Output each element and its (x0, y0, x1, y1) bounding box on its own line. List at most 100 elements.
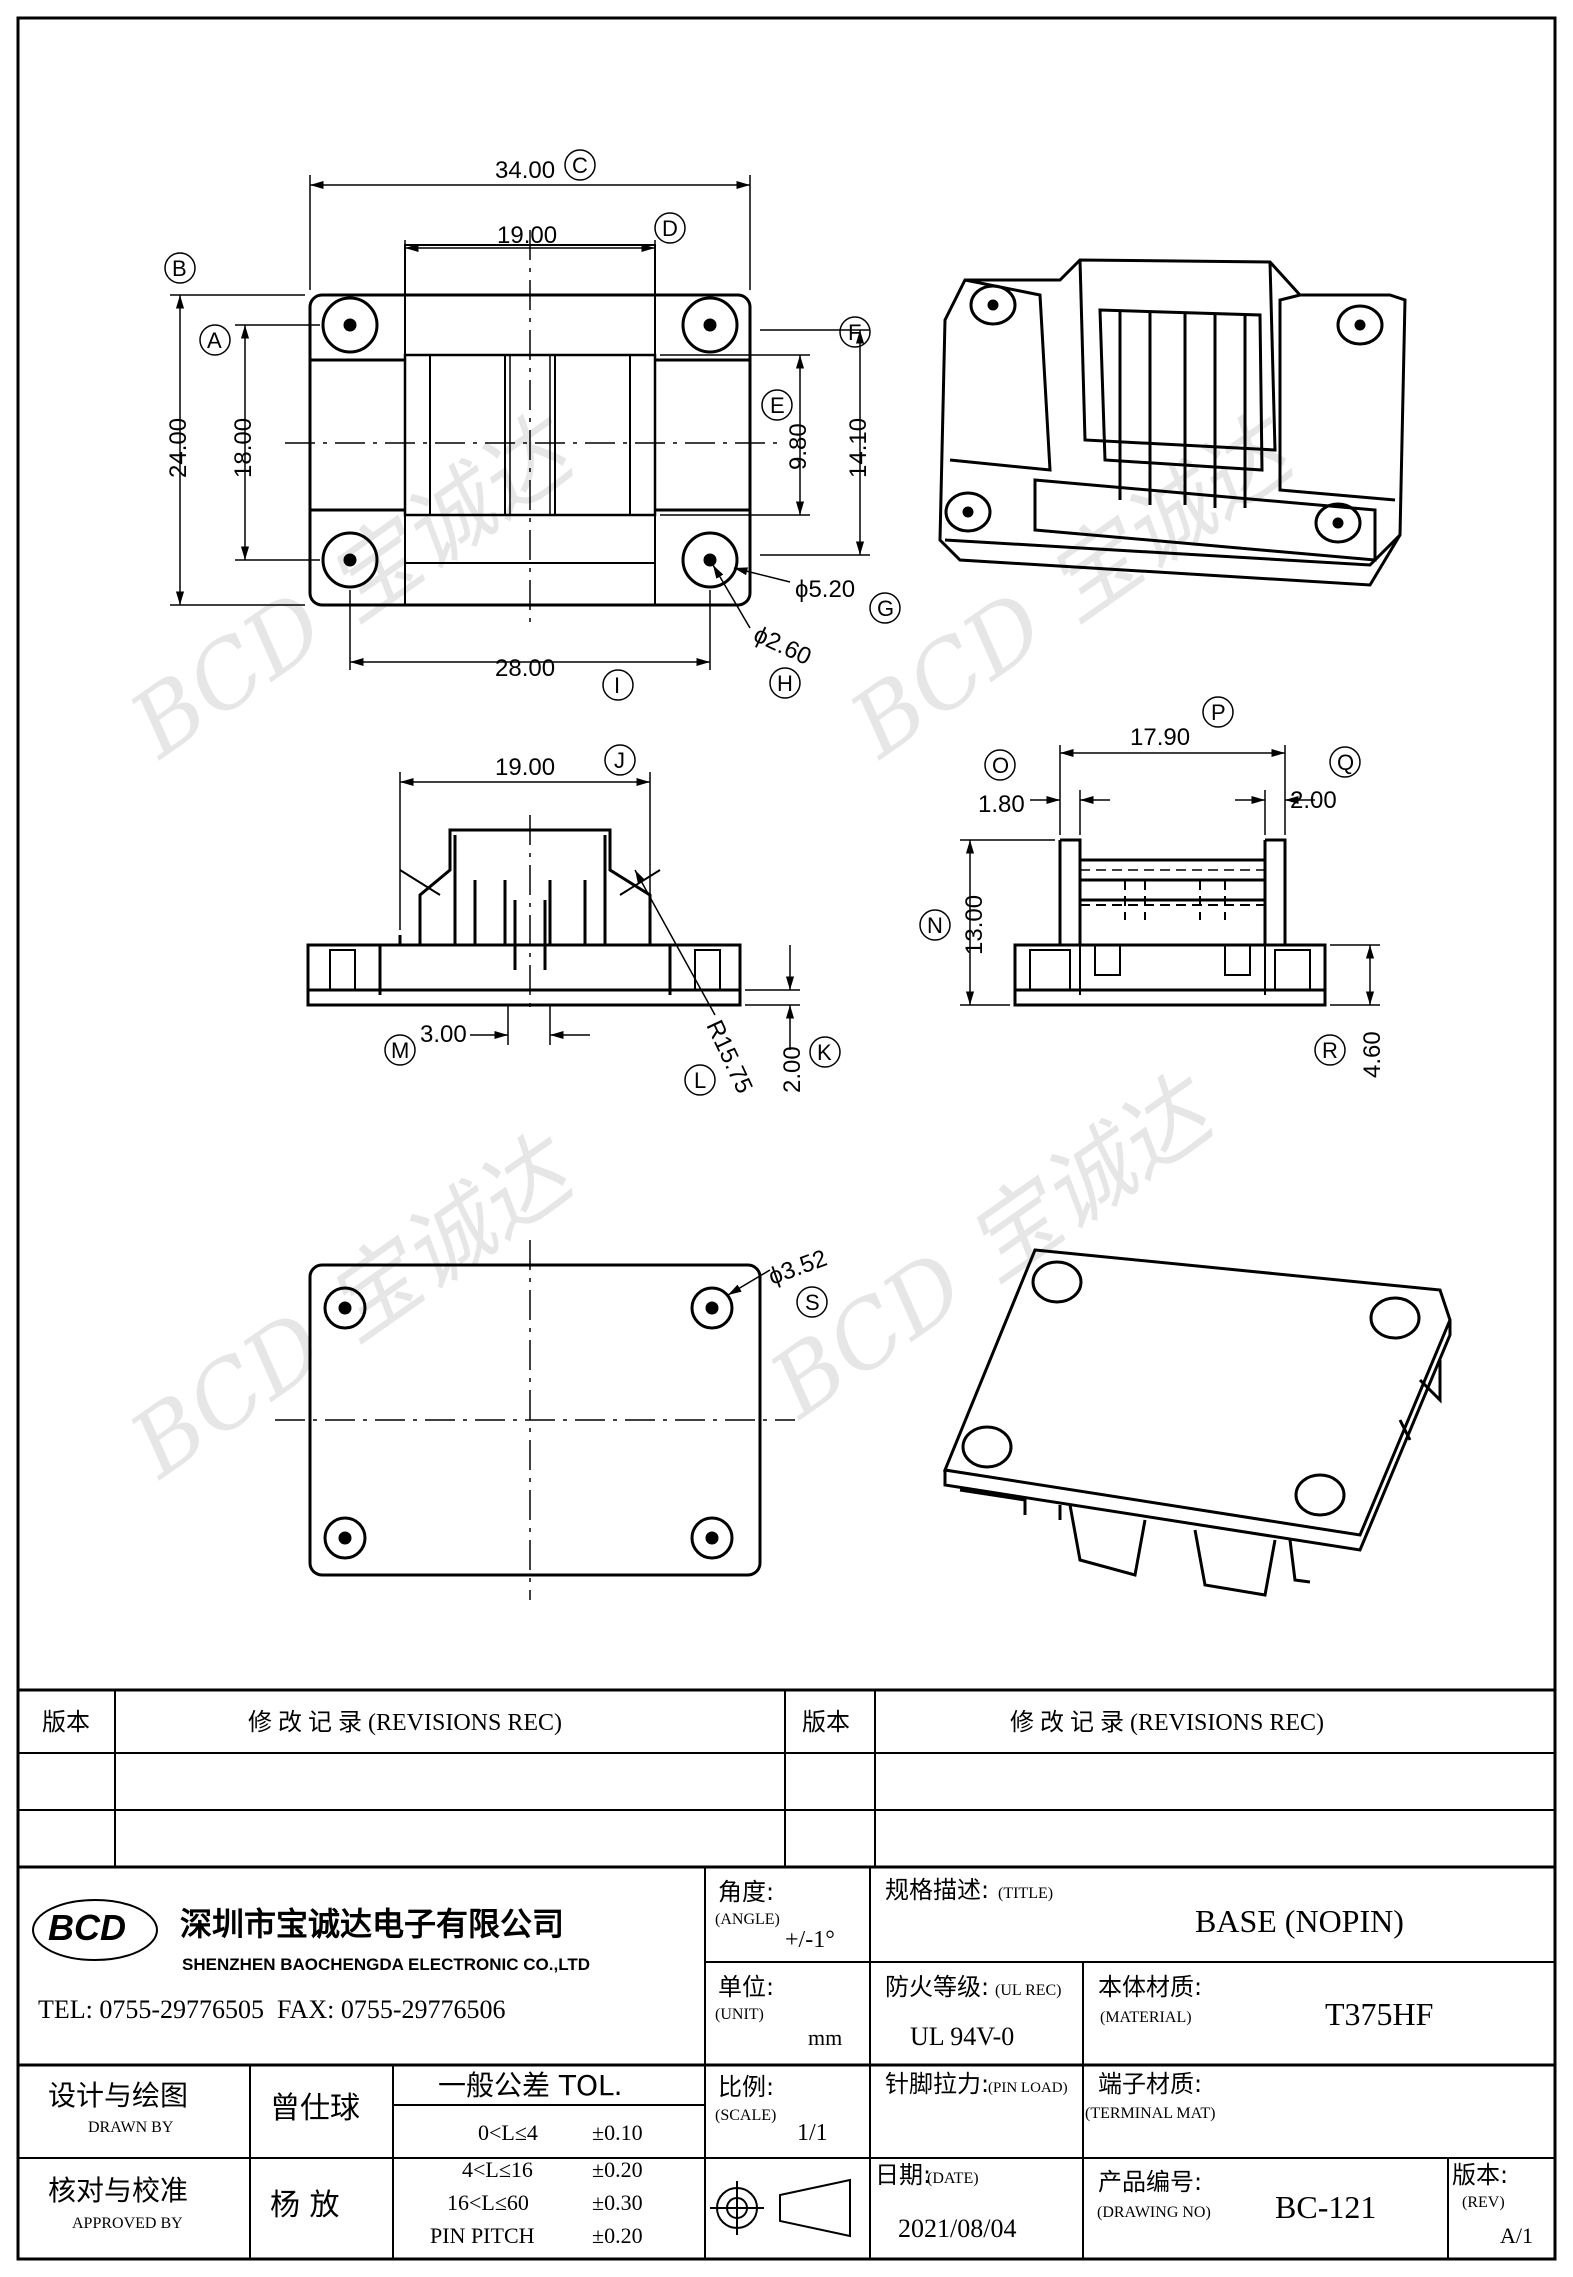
approved-value: 杨 放 (270, 2188, 340, 2223)
rev-value: A/1 (1500, 2223, 1533, 2248)
dim-side-right: 2.00 (1290, 787, 1337, 814)
revisions-table (18, 1688, 1555, 1869)
label-l: L (694, 1068, 706, 1093)
rev-col-record-right: 修 改 记 录 (REVISIONS REC) (1010, 1709, 1324, 1736)
angle-label: 角度: (718, 1878, 774, 1906)
side-view-dimensions (960, 745, 1380, 1006)
bottom-view-labels: S (796, 1286, 828, 1318)
dim-front-radius: R15.75 (701, 1016, 758, 1098)
sheet-border (16, 16, 1557, 2261)
dim-side-height: 13.00 (961, 895, 988, 955)
front-view-labels: J M L K (384, 744, 841, 1096)
top-view (285, 230, 780, 625)
label-m: M (391, 1038, 409, 1063)
pin-load-label: 针脚拉力: (885, 2070, 989, 2098)
angle-value: +/-1° (785, 1927, 835, 1953)
date-label: 日期: (875, 2161, 931, 2189)
side-view-text: 17.90 1.80 2.00 13.00 4.60 (961, 724, 1386, 1078)
drawing-no-label: 产品编号: (1098, 2168, 1202, 2196)
top-view-labels: C D B A F E G H I (164, 149, 901, 701)
title-label: 规格描述: (885, 1876, 989, 1904)
dim-hole-span-h: 28.00 (495, 655, 555, 682)
tol-range-2: 4<L≤16 (462, 2157, 533, 2182)
dim-outer-v: 14.10 (845, 418, 872, 478)
label-n: N (927, 913, 943, 938)
label-a: A (207, 328, 222, 353)
dim-slot-width: 19.00 (497, 222, 557, 249)
side-view (1013, 838, 1327, 1007)
dim-side-left: 1.80 (978, 791, 1025, 818)
dim-front-thickness: 2.00 (779, 1046, 806, 1093)
tol-value-3: ±0.30 (592, 2190, 643, 2215)
dim-hole-dia: ϕ2.60 (749, 621, 815, 671)
approved-label-en: APPROVED BY (72, 2215, 183, 2232)
side-view-labels: O P Q N R (919, 696, 1361, 1066)
isometric-top-view (938, 258, 1407, 587)
drawn-value: 曾仕球 (270, 2091, 360, 2126)
pin-load-label-en: (PIN LOAD) (988, 2080, 1068, 2096)
top-view-dimensions (170, 175, 870, 670)
label-p: P (1211, 700, 1226, 725)
rev-col-version-left: 版本 (42, 1708, 90, 1736)
scale-value: 1/1 (797, 2120, 828, 2146)
dim-bottom-hole-dia: ϕ3.52 (765, 1245, 831, 1291)
front-view-dimensions (399, 772, 800, 1050)
label-s: S (805, 1290, 820, 1315)
bottom-view-text: ϕ3.52 (765, 1245, 831, 1291)
label-i: I (614, 673, 620, 698)
material-label-en: (MATERIAL) (1100, 2009, 1192, 2026)
drawn-label-en: DRAWN BY (88, 2119, 174, 2136)
label-g: G (877, 596, 894, 621)
dim-inner-v: 9.80 (785, 423, 812, 470)
date-label-en: (DATE) (927, 2170, 979, 2187)
rev-col-record-left: 修 改 记 录 (REVISIONS REC) (248, 1709, 562, 1736)
unit-label-en: (UNIT) (715, 2006, 764, 2023)
dim-front-width: 19.00 (495, 754, 555, 781)
dim-overall-width: 34.00 (495, 157, 555, 184)
label-f: F (848, 320, 861, 345)
label-j: J (614, 748, 625, 773)
title-block-grid (18, 1867, 1555, 2259)
angle-label-en: (ANGLE) (715, 1911, 780, 1928)
tol-range-1: 0<L≤4 (478, 2120, 538, 2145)
label-b: B (172, 256, 187, 281)
label-r: R (1322, 1038, 1338, 1063)
date-value: 2021/08/04 (898, 2214, 1016, 2243)
label-h: H (777, 671, 793, 696)
scale-label: 比例: (718, 2073, 774, 2101)
label-o: O (992, 753, 1009, 778)
company-block: BCD 深圳市宝诚达电子有限公司 SHENZHEN BAOCHENGDA ELE… (32, 1899, 590, 2024)
tol-range-4: PIN PITCH (430, 2223, 535, 2248)
material-value: T375HF (1325, 1996, 1433, 2032)
unit-value: mm (808, 2025, 842, 2050)
dim-side-width: 17.90 (1130, 724, 1190, 751)
projection-symbol (710, 2178, 851, 2238)
drawing-no-value: BC-121 (1275, 2189, 1376, 2225)
ul-value: UL 94V-0 (910, 2022, 1014, 2051)
terminal-label: 端子材质: (1098, 2070, 1202, 2098)
bottom-view (275, 1240, 795, 1600)
svg-text:BCD 宝诚达: BCD 宝诚达 (111, 1115, 597, 1499)
revisions-header: 版本 修 改 记 录 (REVISIONS REC) 版本 修 改 记 录 (R… (42, 1708, 1324, 1736)
material-label: 本体材质: (1098, 1973, 1202, 2001)
ul-label-en: (UL REC) (995, 1982, 1062, 1999)
scale-label-en: (SCALE) (715, 2107, 776, 2124)
tolerance-title: 一般公差 TOL. (438, 2069, 623, 2102)
tol-range-3: 16<L≤60 (447, 2190, 529, 2215)
label-q: Q (1337, 750, 1354, 775)
dim-pad-dia: ϕ5.20 (795, 576, 855, 603)
label-e: E (770, 393, 785, 418)
isometric-bottom-view (942, 1248, 1452, 1597)
dim-overall-height: 24.00 (165, 418, 192, 478)
company-contact: TEL: 0755-29776505 FAX: 0755-29776506 (38, 1995, 506, 2024)
rev-label-en: (REV) (1462, 2194, 1505, 2211)
title-value: BASE (NOPIN) (1195, 1903, 1404, 1939)
front-view-text: 19.00 3.00 R15.75 2.00 (420, 754, 806, 1098)
dim-side-base: 4.60 (1359, 1031, 1386, 1078)
rev-col-version-right: 版本 (802, 1708, 850, 1736)
label-c: C (572, 153, 588, 178)
terminal-label-en: (TERMINAL MAT) (1085, 2105, 1216, 2122)
approved-label: 核对与校准 (48, 2174, 188, 2207)
ul-label: 防火等级: (885, 1973, 989, 2001)
